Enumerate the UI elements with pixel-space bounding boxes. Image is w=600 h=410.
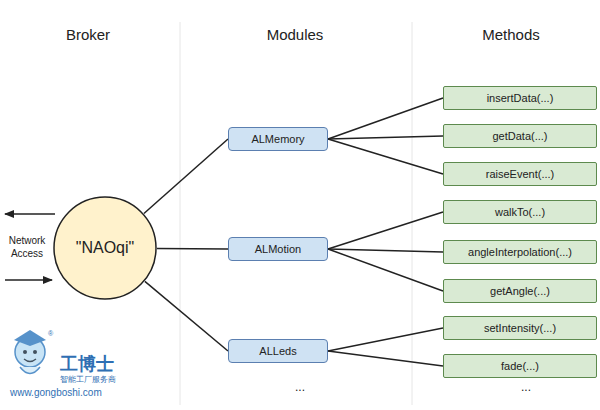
column-header: Broker <box>66 26 110 43</box>
connector-line <box>328 351 443 366</box>
column-header: Methods <box>482 26 540 43</box>
column-header: Modules <box>267 26 324 43</box>
connector-line <box>328 139 443 174</box>
method-name: fade(...) <box>501 360 539 372</box>
connector-line <box>157 248 228 250</box>
method-box: raiseEvent(...) <box>443 162 597 186</box>
method-box: getData(...) <box>443 124 597 148</box>
column-separator <box>180 22 181 405</box>
connector-line <box>328 136 443 139</box>
module-box: ALMotion <box>228 237 328 261</box>
method-box: getAngle(...) <box>443 279 597 303</box>
broker-name: "NAOqi" <box>76 239 134 257</box>
method-name: raiseEvent(...) <box>486 168 554 180</box>
method-box: walkTo(...) <box>443 200 597 224</box>
connector-line <box>328 249 443 252</box>
ellipsis: ... <box>295 380 305 394</box>
connector-line <box>328 98 443 139</box>
method-name: getData(...) <box>492 130 547 142</box>
method-name: walkTo(...) <box>495 206 545 218</box>
method-box: angleInterpolation(...) <box>443 240 597 264</box>
network-arrow-out <box>5 213 55 215</box>
watermark: 工博士 <box>60 352 114 376</box>
module-name: ALLeds <box>259 345 296 357</box>
method-name: insertData(...) <box>487 92 554 104</box>
method-name: getAngle(...) <box>490 285 550 297</box>
method-name: setIntensity(...) <box>484 322 556 334</box>
method-name: angleInterpolation(...) <box>468 246 572 258</box>
watermark: ® <box>48 330 53 337</box>
method-box: insertData(...) <box>443 86 597 110</box>
module-name: ALMemory <box>251 133 304 145</box>
connector-line <box>328 212 443 249</box>
connector-line <box>145 281 228 351</box>
connector-line <box>144 139 228 214</box>
watermark-mascot <box>14 330 46 374</box>
watermark: www.gongboshi.com <box>10 387 102 398</box>
network-arrow-in <box>5 279 52 281</box>
module-box: ALLeds <box>228 339 328 363</box>
broker-circle: "NAOqi" <box>53 196 157 300</box>
ellipsis: ... <box>521 380 531 394</box>
module-box: ALMemory <box>228 127 328 151</box>
module-name: ALMotion <box>255 243 301 255</box>
connector-line <box>328 328 443 351</box>
method-box: fade(...) <box>443 354 597 378</box>
method-box: setIntensity(...) <box>443 316 597 340</box>
watermark: 智能工厂服务商 <box>60 374 116 385</box>
network-label: Network Access <box>4 234 50 260</box>
connector-line <box>328 249 443 291</box>
column-separator <box>412 22 413 405</box>
